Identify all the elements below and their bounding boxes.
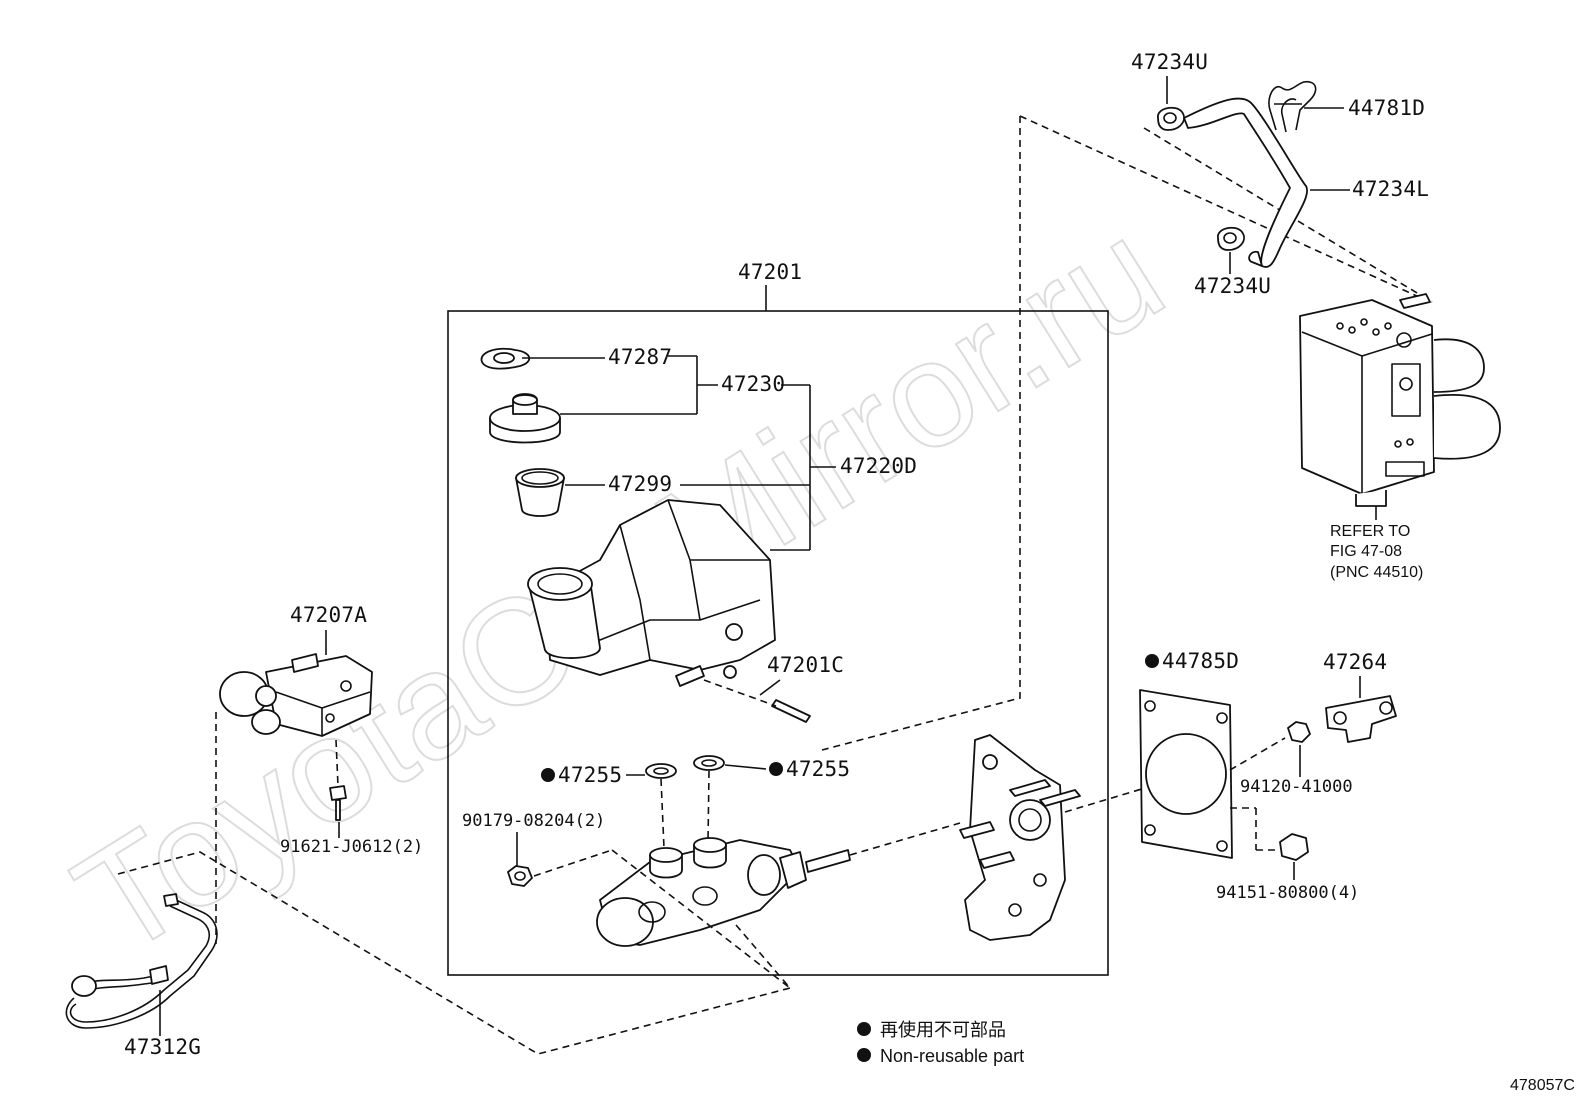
legend-dot-icon (857, 1048, 871, 1062)
legend-text-jp: 再使用不可部品 (880, 1020, 1006, 1040)
label-47255-left[interactable]: 47255 (558, 763, 622, 787)
label-91621[interactable]: 91621-J0612(2) (280, 837, 423, 857)
label-47312G[interactable]: 47312G (124, 1035, 201, 1059)
label-47234U-bottom[interactable]: 47234U (1194, 274, 1271, 298)
part-90179-nut[interactable] (507, 865, 533, 887)
part-abs-actuator[interactable] (1299, 293, 1501, 507)
label-47287[interactable]: 47287 (608, 345, 672, 369)
non-reusable-dot-icon (769, 762, 783, 776)
label-94151[interactable]: 94151-80800(4) (1216, 883, 1359, 903)
label-47255-right[interactable]: 47255 (786, 757, 850, 781)
refer-note-line3: (PNC 44510) (1330, 564, 1423, 581)
label-47299[interactable]: 47299 (608, 472, 672, 496)
label-47207A[interactable]: 47207A (290, 603, 367, 627)
label-47201[interactable]: 47201 (738, 260, 802, 284)
label-90179[interactable]: 90179-08204(2) (462, 811, 605, 831)
part-94120-nut[interactable] (1287, 721, 1311, 743)
part-47255-grommet-right[interactable] (693, 755, 725, 771)
part-47230-reservoir-cap[interactable] (489, 393, 561, 444)
label-47201C[interactable]: 47201C (767, 653, 844, 677)
non-reusable-dot-icon (1145, 654, 1159, 668)
figure-id: 478057C (1510, 1077, 1575, 1094)
non-reusable-dot-icon (541, 768, 555, 782)
refer-note-line1: REFER TO (1330, 523, 1410, 540)
legend-text-en: Non-reusable part (880, 1046, 1024, 1066)
part-47299-strainer[interactable] (515, 468, 565, 517)
part-44781D-clamp[interactable] (1268, 80, 1317, 133)
part-47234U-clip-bottom[interactable] (1217, 226, 1245, 251)
part-47220D-reservoir[interactable] (527, 499, 776, 687)
part-47264-clevis[interactable] (1325, 695, 1397, 743)
part-47234U-clip-top[interactable] (1157, 106, 1185, 131)
part-47287-gasket[interactable] (480, 347, 531, 370)
part-47201C-pin[interactable] (771, 699, 811, 723)
part-master-cylinder[interactable] (596, 837, 851, 947)
part-47312G-brake-tube[interactable] (65, 893, 218, 1029)
part-47234L-hose[interactable] (1183, 97, 1308, 268)
label-47230[interactable]: 47230 (721, 372, 785, 396)
label-44785D[interactable]: 44785D (1162, 649, 1239, 673)
label-47220D[interactable]: 47220D (840, 454, 917, 478)
part-44785D-gasket[interactable] (1139, 689, 1233, 859)
part-booster-bracket[interactable] (959, 734, 1081, 941)
label-94120[interactable]: 94120-41000 (1240, 777, 1353, 797)
label-47234U-top[interactable]: 47234U (1131, 50, 1208, 74)
legend: 再使用不可部品 Non-reusable part (857, 1020, 1024, 1066)
part-47207A-valve[interactable] (219, 653, 373, 737)
label-47264[interactable]: 47264 (1323, 650, 1387, 674)
legend-dot-icon (857, 1022, 871, 1036)
refer-note-line2: FIG 47-08 (1330, 543, 1402, 560)
label-44781D[interactable]: 44781D (1348, 96, 1425, 120)
part-94151-nut[interactable] (1279, 833, 1309, 861)
part-91621-bolt[interactable] (329, 785, 347, 821)
label-47234L[interactable]: 47234L (1352, 177, 1429, 201)
part-47255-grommet-left[interactable] (645, 763, 677, 779)
